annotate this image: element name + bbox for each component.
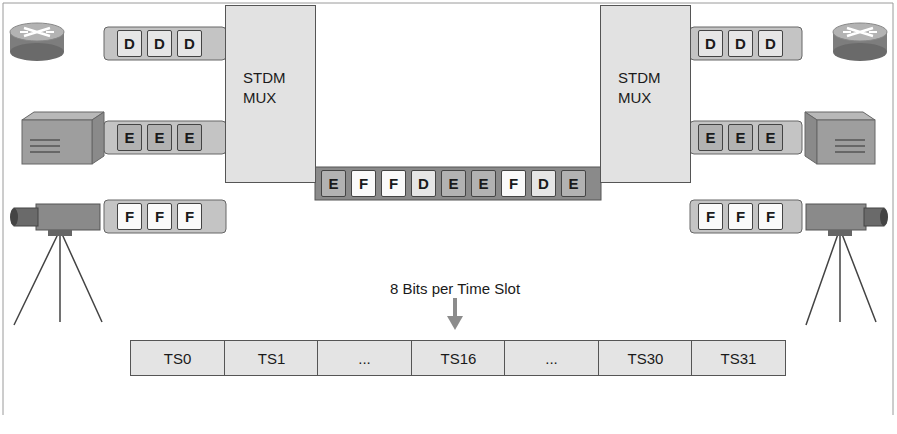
data-cell: F <box>381 170 406 197</box>
cell-label: D <box>735 35 746 52</box>
cell-label: TS30 <box>628 350 664 367</box>
data-cell: D <box>117 30 142 57</box>
pointer-arrow <box>447 298 463 330</box>
cell-label: F <box>389 175 398 192</box>
cell-label: D <box>705 35 716 52</box>
time-slot-cell: ... <box>317 340 412 376</box>
router-icon <box>833 23 887 61</box>
data-cell: D <box>177 30 202 57</box>
cell-label: E <box>448 175 458 192</box>
cell-label: D <box>765 35 776 52</box>
data-cell: E <box>698 124 723 151</box>
cell-label: D <box>124 35 135 52</box>
data-cell: D <box>698 30 723 57</box>
time-slot-cell: TS1 <box>224 340 319 376</box>
data-cell: E <box>321 170 346 197</box>
data-cell: F <box>351 170 376 197</box>
data-cell: D <box>411 170 436 197</box>
cell-label: F <box>185 208 194 225</box>
data-cell: E <box>441 170 466 197</box>
data-cell: D <box>531 170 556 197</box>
mux-box: STDM MUX <box>600 5 691 183</box>
cell-label: TS0 <box>164 350 192 367</box>
cell-label: D <box>418 175 429 192</box>
cell-label: F <box>155 208 164 225</box>
data-cell: F <box>501 170 526 197</box>
time-slot-cell: TS31 <box>691 340 786 376</box>
cell-label: E <box>124 129 134 146</box>
cell-label: D <box>538 175 549 192</box>
cell-label: TS16 <box>441 350 477 367</box>
time-slot-cell: ... <box>504 340 599 376</box>
cell-label: E <box>184 129 194 146</box>
time-slot-cell: TS0 <box>130 340 225 376</box>
cell-label: F <box>509 175 518 192</box>
cell-label: E <box>765 129 775 146</box>
cell-label: F <box>736 208 745 225</box>
cell-label: E <box>705 129 715 146</box>
cell-label: D <box>184 35 195 52</box>
mux-label: STDM MUX <box>243 68 286 107</box>
data-strip <box>104 27 226 233</box>
cell-label: E <box>478 175 488 192</box>
data-cell: F <box>147 203 172 230</box>
data-cell: E <box>728 124 753 151</box>
data-cell: F <box>758 203 783 230</box>
data-cell: E <box>758 124 783 151</box>
cell-label: F <box>706 208 715 225</box>
caption-label: 8 Bits per Time Slot <box>390 280 520 297</box>
camera-icon <box>10 204 102 325</box>
data-cell: E <box>471 170 496 197</box>
data-cell: F <box>177 203 202 230</box>
cell-label: D <box>154 35 165 52</box>
cell-label: F <box>766 208 775 225</box>
cell-label: TS31 <box>721 350 757 367</box>
data-cell: E <box>177 124 202 151</box>
cell-label: ... <box>358 350 371 367</box>
cell-label: E <box>568 175 578 192</box>
cell-label: E <box>154 129 164 146</box>
time-slot-cell: TS16 <box>411 340 506 376</box>
data-cell: E <box>561 170 586 197</box>
data-cell: E <box>147 124 172 151</box>
frame <box>3 3 893 415</box>
cell-label: F <box>359 175 368 192</box>
cell-label: E <box>735 129 745 146</box>
mux-box: STDM MUX <box>225 5 316 183</box>
cell-label: ... <box>545 350 558 367</box>
data-cell: F <box>728 203 753 230</box>
data-cell: F <box>117 203 142 230</box>
data-cell: D <box>758 30 783 57</box>
data-cell: D <box>728 30 753 57</box>
cell-label: TS1 <box>258 350 286 367</box>
server-icon <box>805 112 875 164</box>
camera-icon <box>806 204 888 325</box>
data-cell: E <box>117 124 142 151</box>
cell-label: F <box>125 208 134 225</box>
data-cell: D <box>147 30 172 57</box>
trunk-strip <box>315 167 601 200</box>
data-cell: F <box>698 203 723 230</box>
data-strip <box>690 27 802 233</box>
time-slot-cell: TS30 <box>598 340 693 376</box>
router-icon <box>10 23 64 61</box>
server-icon <box>22 112 104 164</box>
cell-label: E <box>328 175 338 192</box>
mux-label: STDM MUX <box>618 68 661 107</box>
